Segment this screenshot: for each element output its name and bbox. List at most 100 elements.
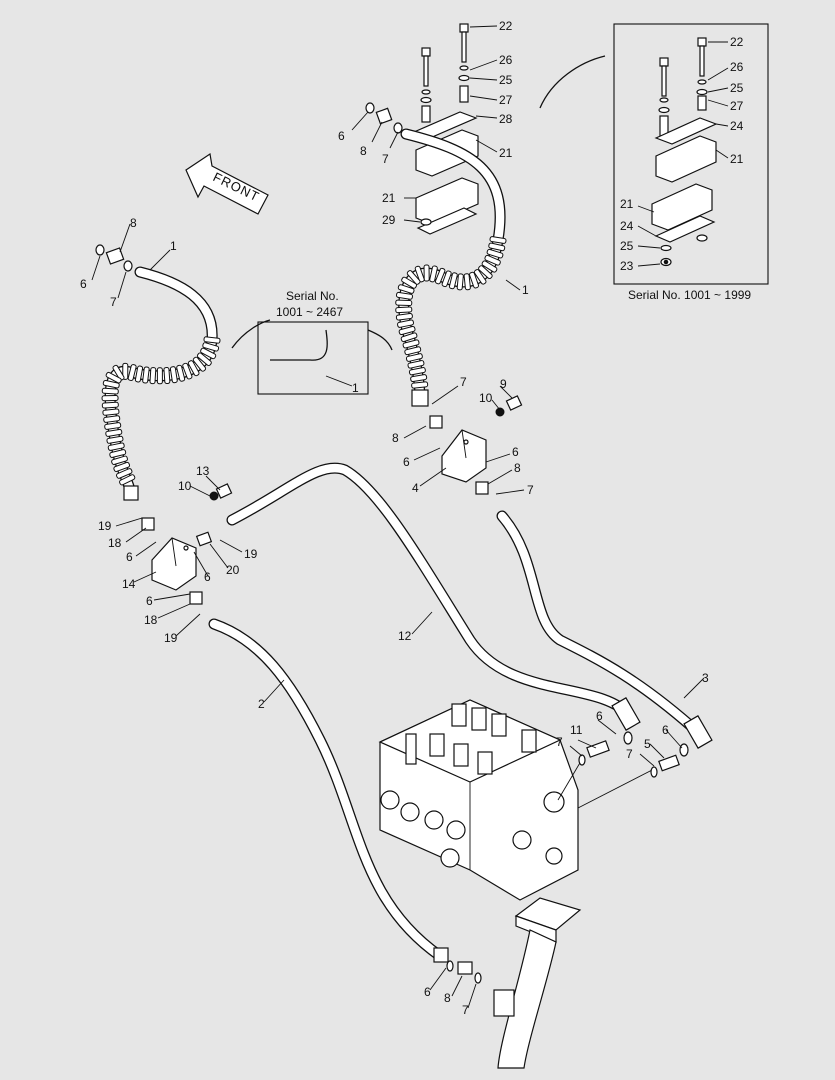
hose-wrap-ring (488, 242, 506, 252)
callout-serial-line1: Serial No. (286, 289, 339, 303)
hose-wrap-ring (463, 273, 471, 291)
hose-wrap-ring (411, 381, 429, 389)
hose-wrap-ring (429, 265, 438, 283)
label-28: 28 (499, 112, 513, 126)
label-10: 10 (178, 479, 192, 493)
front-direction-arrow: FRONT (185, 152, 269, 215)
hose-wrap-ring (473, 269, 487, 285)
hose-wrap-ring (414, 265, 425, 283)
hose-wrap-left (101, 336, 221, 486)
label-18: 18 (144, 613, 158, 627)
hose-wrap-ring (407, 360, 425, 369)
hose-wrap-ring (404, 346, 422, 356)
label-12: 12 (398, 629, 412, 643)
label-6: 6 (146, 594, 153, 608)
valve-block-14 (141, 483, 233, 605)
label-7: 7 (382, 152, 389, 166)
hose-wrap-ring (397, 284, 415, 294)
hose-wrap-ring (434, 267, 446, 285)
hose-wrap-ring (489, 236, 507, 244)
hose-wrap-ring (200, 347, 217, 360)
label-20: 20 (226, 563, 240, 577)
label-22: 22 (730, 35, 744, 49)
label-19: 19 (164, 631, 178, 645)
label-6: 6 (403, 455, 410, 469)
hose-wrap-ring (486, 248, 504, 259)
hose-wrap-ring (113, 461, 131, 472)
hose-wrap-ring (111, 455, 128, 465)
label-1: 1 (170, 239, 177, 253)
label-19: 19 (244, 547, 258, 561)
pipe-clamp-assembly (365, 23, 479, 235)
hose-wrap-ring (101, 395, 119, 402)
hose-wrap-ring (106, 435, 124, 444)
label-18: 18 (108, 536, 122, 550)
hose-wrap-ring (423, 264, 430, 282)
label-1: 1 (352, 381, 359, 395)
label-6: 6 (338, 129, 345, 143)
hose-wrap-ring (102, 408, 120, 416)
label-27: 27 (499, 93, 513, 107)
label-2: 2 (258, 697, 265, 711)
hose-wrap-ring (405, 353, 423, 362)
label-7: 7 (110, 295, 117, 309)
hose-wrap-ring (484, 254, 501, 266)
hose-wrap-ring (182, 362, 193, 380)
label-6: 6 (596, 709, 603, 723)
hose-wrap-ring (456, 273, 464, 291)
hose-wrap-ring (169, 366, 178, 384)
hose-wrap-ring (101, 387, 119, 395)
label-21: 21 (620, 197, 634, 211)
hose-wrap-ring (105, 428, 123, 437)
label-13: 13 (196, 464, 210, 478)
hose-wrap-ring (105, 371, 122, 384)
label-6: 6 (662, 723, 669, 737)
label-6: 6 (126, 550, 133, 564)
label-8: 8 (444, 991, 451, 1005)
label-8: 8 (130, 216, 137, 230)
label-4: 4 (412, 481, 419, 495)
label-6: 6 (512, 445, 519, 459)
callout-serial-line2: 1001 ~ 2467 (276, 305, 343, 319)
label-1: 1 (522, 283, 529, 297)
hose-wrap-ring (187, 360, 200, 377)
valve-fittings (433, 697, 713, 984)
hose-wrap-ring (406, 270, 421, 285)
label-7: 7 (462, 1003, 469, 1017)
hose-wrap-ring (402, 339, 420, 349)
hose-wrap-ring (481, 260, 498, 273)
hose-wrap-ring (395, 291, 413, 300)
label-25: 25 (620, 239, 634, 253)
label-10: 10 (479, 391, 493, 405)
hose-wrap-ring (410, 374, 428, 383)
hose-wrap-ring (395, 312, 413, 321)
hose-wrap-ring (192, 356, 207, 372)
hose-wrap-ring (203, 336, 221, 344)
label-25: 25 (499, 73, 513, 87)
hose-wrap-ring (122, 362, 129, 380)
label-29: 29 (382, 213, 396, 227)
hose-wrap-ring (478, 265, 493, 280)
label-24: 24 (730, 119, 744, 133)
leader-lines (91, 25, 729, 1009)
label-21: 21 (382, 191, 396, 205)
label-8: 8 (360, 144, 367, 158)
serial-callout-left: Serial No. 1001 ~ 2467 (231, 289, 393, 395)
hose-wrap-ring (142, 366, 150, 384)
label-14: 14 (122, 577, 136, 591)
hose-wrap-ring (400, 332, 418, 343)
hose-wrap-ring (127, 364, 137, 381)
clamp-detail-inset: Serial No. 1001 ~ 1999 (539, 23, 769, 302)
hydraulic-pipes (208, 462, 706, 1069)
valve-block-4 (429, 395, 523, 495)
label-27: 27 (730, 99, 744, 113)
hose-wrap-ring (398, 325, 416, 336)
label-7: 7 (527, 483, 534, 497)
hose-wrap-ring (395, 306, 413, 314)
part-number-labels: 22 26 25 27 28 21 21 29 1 6 8 7 22 26 25… (80, 19, 744, 1017)
hose-wrap-ring (134, 365, 144, 383)
label-6: 6 (80, 277, 87, 291)
hose-wrap-ring (101, 401, 119, 409)
hose-wrap-ring (408, 367, 426, 376)
label-7: 7 (460, 375, 467, 389)
